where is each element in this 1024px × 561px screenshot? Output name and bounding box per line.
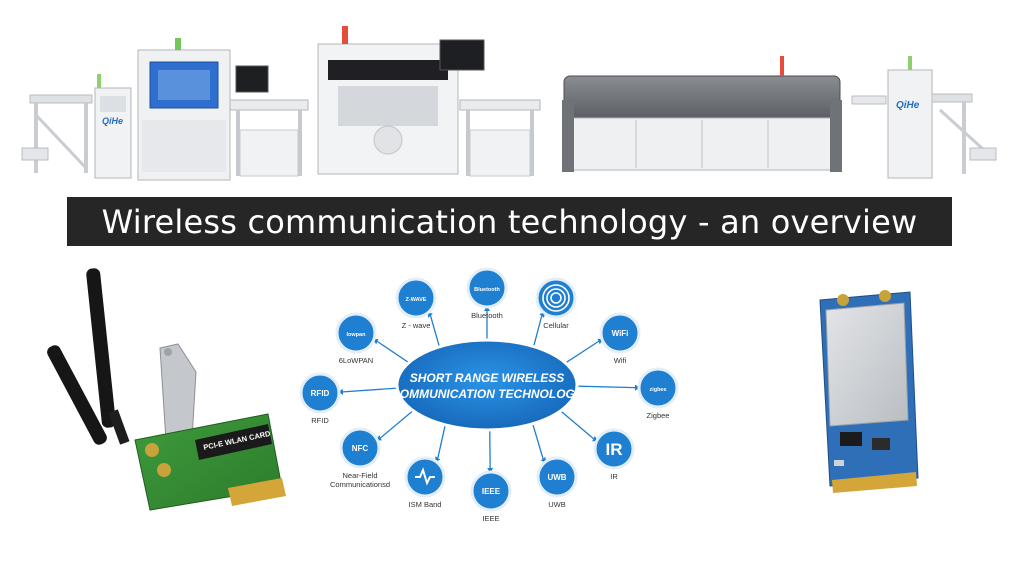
- node-6lowpan: lowpan 6LoWPAN: [337, 314, 375, 365]
- wireless-tech-diagram: SHORT RANGE WIRELESS COMMUNICATION TECHN…: [301, 269, 677, 523]
- icon-text-zigbee: zigbee: [649, 387, 666, 393]
- antenna-1: [86, 268, 117, 429]
- board-loader-machine: QiHe: [22, 74, 131, 178]
- icon-text-uwb: UWB: [547, 473, 566, 482]
- label-wifi: Wifi: [614, 356, 627, 365]
- icon-text-ir: IR: [606, 440, 623, 459]
- label-nfc: Near-Field: [342, 471, 377, 480]
- icon-text-bluetooth: Bluetooth: [474, 287, 500, 293]
- icon-text-zwave: Z-WAVE: [406, 297, 427, 303]
- label-zigbee: Zigbee: [647, 411, 670, 420]
- label-uwb: UWB: [548, 500, 566, 509]
- brand-logo-2: QiHe: [896, 100, 920, 111]
- icon-text-wifi: WiFi: [612, 329, 629, 338]
- mini-pcie-card-photo: [820, 290, 918, 493]
- node-zwave: Z-WAVE Z - wave: [397, 279, 435, 330]
- node-ir: IR IR: [595, 430, 633, 481]
- banner-title: Wireless communication technology - an o…: [102, 203, 918, 241]
- hub-title-line2: COMMUNICATION TECHNOLOGY: [391, 387, 584, 401]
- pcie-wlan-card-photo: PCI-E WLAN CARD: [45, 268, 286, 510]
- smt-production-line: QiHe: [22, 26, 996, 180]
- label-nfc: Communicationsd: [330, 480, 390, 489]
- title-banner: Wireless communication technology - an o…: [67, 197, 952, 246]
- node-ieee: IEEE IEEE: [472, 472, 510, 523]
- label-cellular: Cellular: [543, 321, 569, 330]
- node-ism: ISM Band: [406, 458, 444, 509]
- label-zwave: Z - wave: [402, 321, 431, 330]
- label-ism: ISM Band: [409, 500, 442, 509]
- icon-text-nfc: NFC: [352, 444, 369, 453]
- hub-circle: [397, 340, 577, 430]
- reflow-oven-machine: [562, 56, 842, 172]
- icon-text-ieee: IEEE: [482, 487, 501, 496]
- pick-and-place-machine: [318, 26, 540, 176]
- label-6lowpan: 6LoWPAN: [339, 356, 373, 365]
- label-ir: IR: [610, 472, 618, 481]
- brand-logo-1: QiHe: [102, 116, 123, 126]
- node-cellular: Cellular: [537, 279, 575, 330]
- label-rfid: RFID: [311, 416, 329, 425]
- hub-title-line1: SHORT RANGE WIRELESS: [410, 371, 564, 385]
- stencil-printer-machine: [138, 38, 308, 180]
- label-bluetooth: Bluetooth: [471, 311, 503, 320]
- node-uwb: UWB UWB: [538, 458, 576, 509]
- board-unloader-machine: QiHe: [852, 56, 996, 178]
- icon-text-rfid: RFID: [311, 389, 330, 398]
- icon-text-6lowpan: lowpan: [347, 332, 367, 338]
- label-ieee: IEEE: [482, 514, 499, 523]
- node-rfid: RFID RFID: [301, 374, 339, 425]
